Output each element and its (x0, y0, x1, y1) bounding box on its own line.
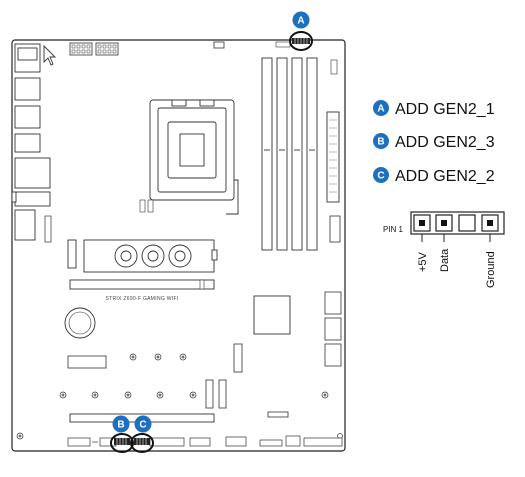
legend-label-a: ADD GEN2_1 (395, 101, 495, 118)
svg-text:C: C (139, 420, 146, 431)
pin-1 (419, 220, 425, 226)
legend-badge-b-letter: B (377, 137, 384, 148)
legend-badge-c (373, 167, 389, 183)
legend-badge-b (373, 133, 389, 149)
usb-header-right (329, 215, 341, 243)
pcie-latch (199, 279, 205, 290)
pinout-diagram: PIN 1 +5V Data Ground (383, 211, 505, 288)
m2-vertical-slots (205, 343, 289, 418)
pin-2 (441, 220, 447, 226)
sata-ports (324, 291, 342, 367)
legend-label-b: ADD GEN2_3 (395, 134, 495, 151)
legend-item-b: B ADD GEN2_3 (373, 133, 495, 151)
jumper-2 (147, 199, 154, 213)
m2-heatsink (67, 239, 218, 273)
rear-io (11, 43, 51, 241)
header-left (44, 215, 52, 243)
pin-label-5v: +5V (417, 251, 429, 272)
pin1-label: PIN 1 (383, 225, 404, 234)
pin-label-ground: Ground (485, 251, 497, 288)
dimm-slots (261, 57, 318, 251)
cpu-power-connectors (69, 42, 119, 56)
pin-label-data: Data (439, 248, 451, 272)
bottom-headers (67, 435, 343, 447)
m2-slot-lower (67, 355, 107, 369)
pin-header-outline (410, 211, 505, 235)
pcie-x16-slot (69, 279, 215, 290)
cpu-socket (149, 99, 239, 215)
standoffs (16, 353, 343, 440)
legend-badge-c-letter: C (377, 171, 384, 182)
chipset (253, 295, 291, 335)
connector-b-ring (110, 433, 134, 453)
legend-badge-a-letter: A (377, 104, 384, 115)
connector-c-highlight (130, 433, 154, 453)
legend-item-c: C ADD GEN2_2 (373, 167, 495, 185)
svg-text:B: B (117, 420, 124, 431)
connector-b (114, 438, 130, 445)
svg-text:A: A (297, 16, 304, 27)
pin-4 (487, 220, 493, 226)
connector-a-highlight (289, 31, 313, 51)
atx-24pin (326, 111, 340, 203)
badge-b: B (112, 415, 130, 433)
cursor-icon (43, 44, 57, 66)
small-header-2 (275, 41, 291, 48)
jumper-1 (139, 199, 146, 213)
connector-b-highlight (110, 433, 134, 453)
pin-3-box (458, 214, 476, 232)
legend-badge-a (373, 100, 389, 116)
badge-c: C (134, 415, 152, 433)
badge-a: A (292, 11, 310, 29)
connector-c-ring (130, 433, 154, 453)
small-header (213, 41, 225, 49)
legend: A ADD GEN2_1 B ADD GEN2_3 C ADD GEN2_2 (373, 100, 495, 185)
fan-header (330, 59, 338, 75)
connector-a-ring (289, 31, 313, 51)
board-model-text: STRIX Z690-F GAMING WIFI (105, 296, 178, 302)
cmos-battery-inner (68, 311, 92, 335)
connector-c (134, 438, 150, 445)
legend-label-c: ADD GEN2_2 (395, 168, 495, 185)
legend-item-a: A ADD GEN2_1 (373, 100, 495, 118)
